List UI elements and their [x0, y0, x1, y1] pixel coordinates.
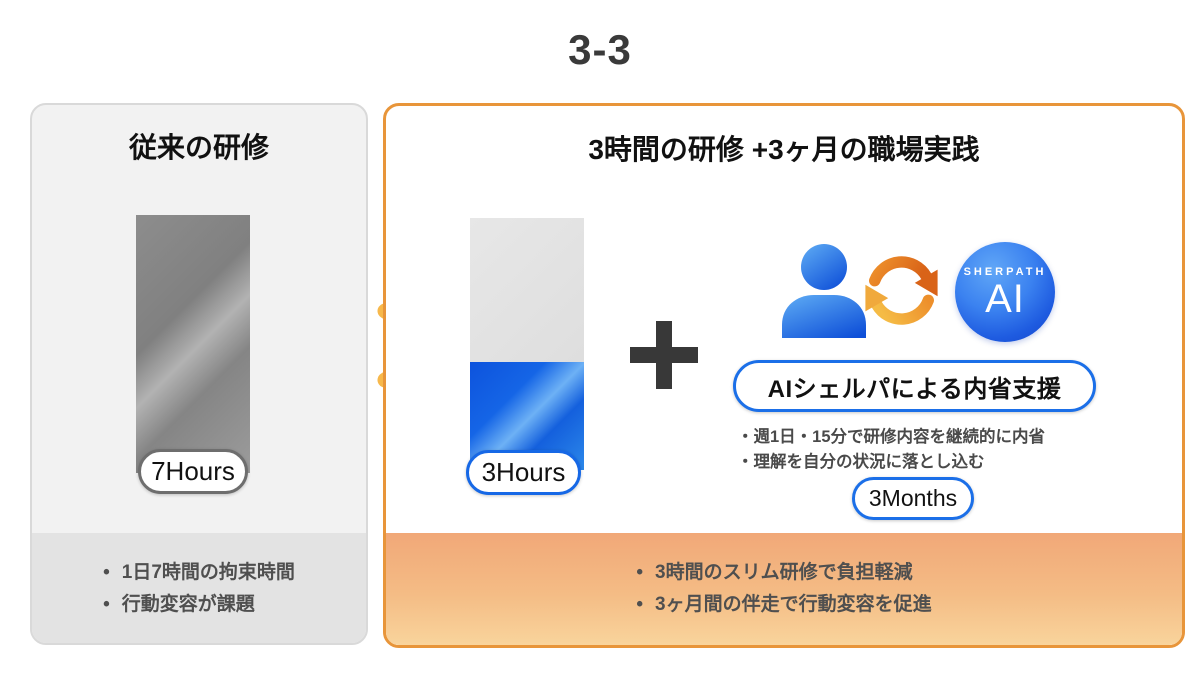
- cycle-arrows-icon: [854, 243, 949, 338]
- person-icon: [772, 243, 872, 338]
- sherpath-ai-logo-brand: SHERPATH: [963, 265, 1047, 278]
- ai-support-pill: AIシェルパによる内省支援: [733, 360, 1096, 412]
- new-program-panel: 3時間の研修 +3ヶ月の職場実践 3Hours: [383, 103, 1185, 648]
- months-3-pill: 3Months: [852, 477, 974, 520]
- new-program-bullet-1: 3時間のスリム研修で負担軽減: [636, 557, 931, 589]
- plus-icon: [630, 321, 698, 389]
- ai-support-bullet-1: 週1日・15分で研修内容を継続的に内省: [737, 425, 1046, 450]
- new-program-summary-band: 3時間のスリム研修で負担軽減 3ヶ月間の伴走で行動変容を促進: [386, 533, 1182, 645]
- hours-3-pill: 3Hours: [466, 450, 581, 495]
- traditional-bullet-2: 行動変容が課題: [103, 589, 295, 621]
- traditional-summary-band: 1日7時間の拘束時間 行動変容が課題: [32, 533, 366, 643]
- sherpath-ai-logo-product: AI: [985, 276, 1025, 321]
- traditional-panel-title: 従来の研修: [128, 132, 269, 163]
- sherpath-ai-logo: SHERPATH AI: [955, 242, 1055, 342]
- traditional-hours-bar: [136, 215, 250, 473]
- new-program-title: 3時間の研修 +3ヶ月の職場実践: [588, 134, 980, 165]
- ai-support-bullets: 週1日・15分で研修内容を継続的に内省 理解を自分の状況に落とし込む: [737, 425, 1046, 475]
- page-title: 3-3: [568, 26, 632, 73]
- ai-support-bullet-2: 理解を自分の状況に落とし込む: [737, 450, 1045, 475]
- new-program-bullet-2: 3ヶ月間の伴走で行動変容を促進: [636, 589, 932, 621]
- traditional-bullet-1: 1日7時間の拘束時間: [103, 557, 295, 589]
- hours-7-pill: 7Hours: [138, 449, 248, 494]
- traditional-training-panel: 従来の研修 7Hours 1日7時間の拘束時間 行動変容が課題: [30, 103, 368, 645]
- slim-hours-bar-remainder: [470, 218, 584, 362]
